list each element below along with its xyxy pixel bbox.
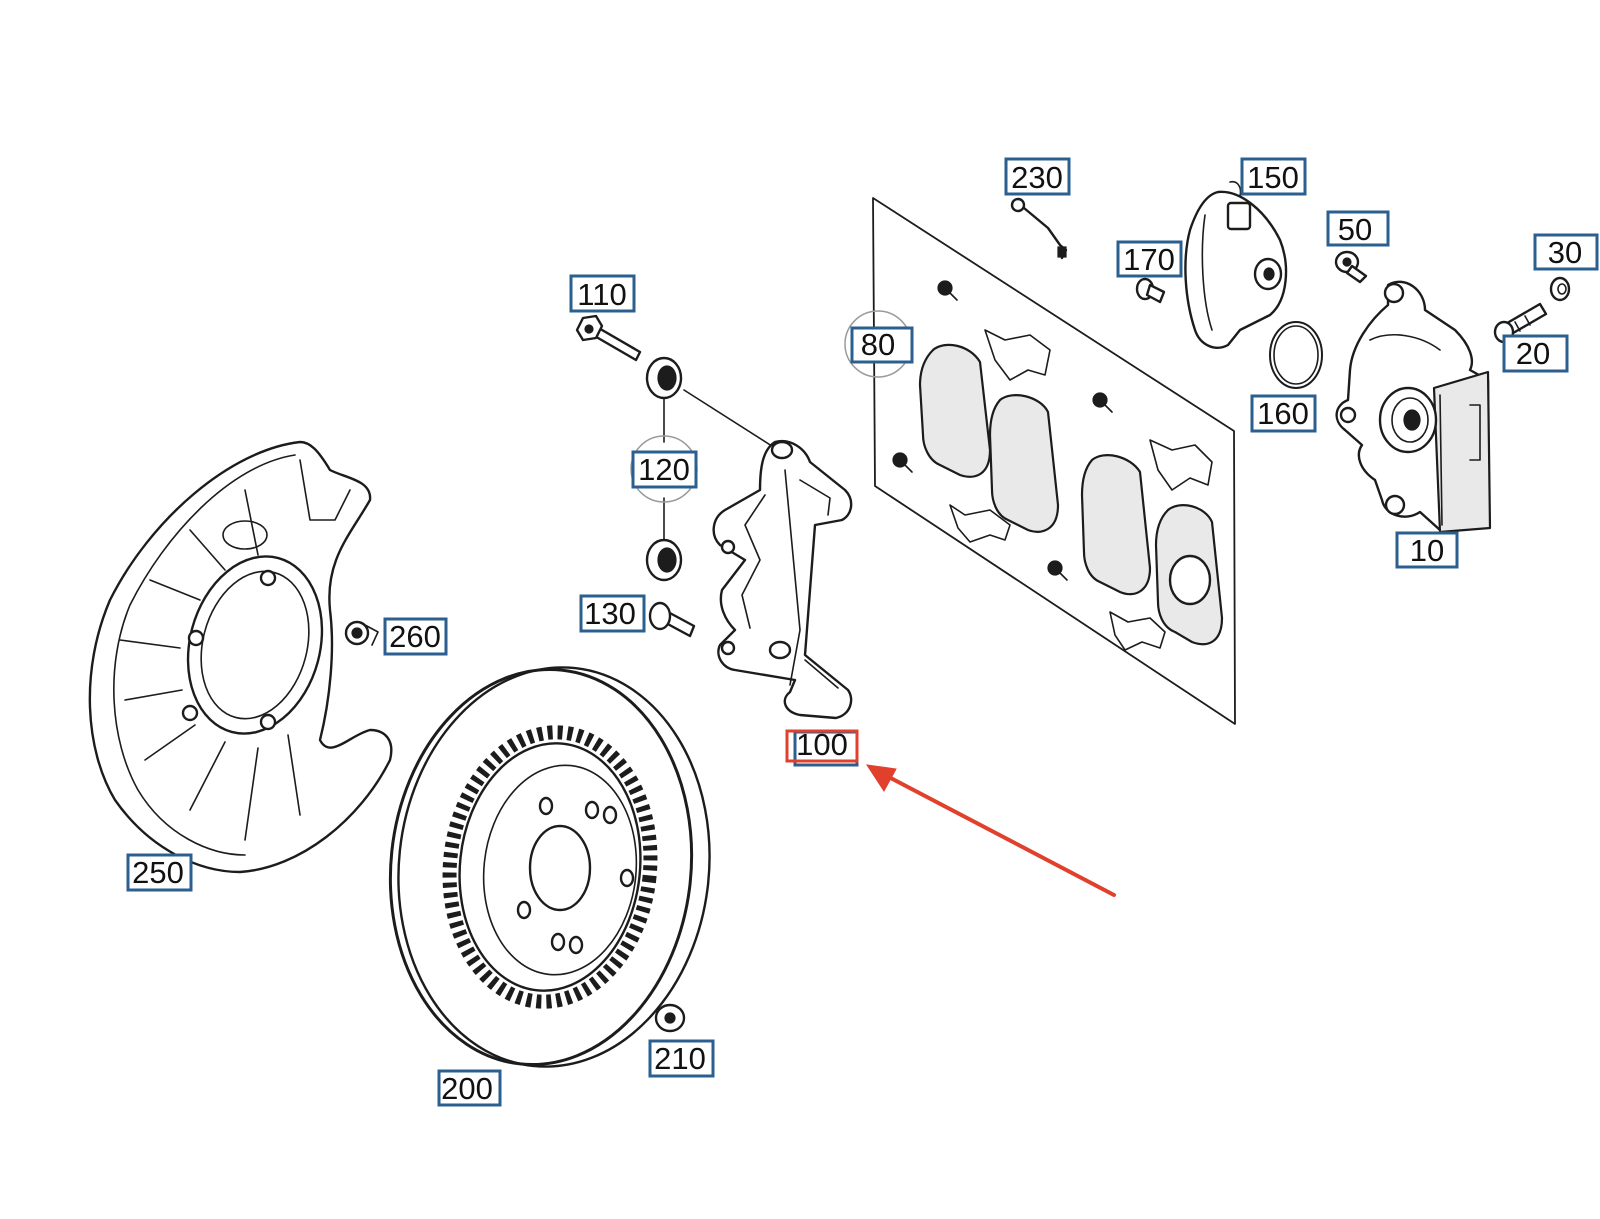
callout-100-text: 100: [796, 727, 848, 762]
callout-250[interactable]: 250: [126, 853, 193, 892]
callout-30[interactable]: 30: [1533, 233, 1599, 271]
leader-lines: [663, 389, 776, 546]
pad-kit-drawing: [872, 197, 1236, 725]
highlight-arrow: [865, 764, 1116, 897]
bolt-260-drawing: [344, 620, 379, 646]
callout-10[interactable]: 10: [1395, 531, 1459, 569]
callout-170[interactable]: 170: [1116, 240, 1183, 278]
callout-110[interactable]: 110: [569, 274, 636, 313]
caliper-housing-drawing: [1335, 280, 1492, 534]
callout-260-text: 260: [389, 619, 441, 654]
callout-260[interactable]: 260: [383, 617, 448, 656]
callout-130-text: 130: [584, 596, 636, 631]
caliper-cover-drawing: [1184, 180, 1288, 349]
callout-200-text: 200: [441, 1071, 493, 1106]
callout-150-text: 150: [1247, 160, 1299, 195]
callout-170-text: 170: [1123, 242, 1175, 277]
callout-80-text: 80: [861, 327, 895, 362]
callout-160[interactable]: 160: [1250, 394, 1317, 433]
callout-130[interactable]: 130: [579, 594, 646, 633]
callout-250-text: 250: [132, 855, 184, 890]
dust-cap-drawing: [1549, 276, 1571, 302]
callout-50[interactable]: 50: [1326, 210, 1390, 247]
o-ring-drawing: [1269, 321, 1323, 389]
bushing-lower-drawing: [645, 538, 683, 582]
dust-shield-drawing: [88, 440, 393, 874]
callout-10-text: 10: [1410, 533, 1444, 568]
callout-100[interactable]: 100: [785, 727, 859, 767]
callout-20[interactable]: 20: [1502, 334, 1569, 373]
callout-120[interactable]: 120: [631, 450, 698, 489]
bushing-upper-drawing: [645, 356, 683, 400]
callout-20-text: 20: [1516, 336, 1550, 371]
brake-disc-drawing: [388, 666, 711, 1068]
guide-bolt-110-drawing: [575, 314, 642, 362]
callout-200[interactable]: 200: [437, 1069, 502, 1107]
caliper-carrier-drawing: [712, 439, 853, 720]
callout-50-text: 50: [1338, 212, 1372, 247]
callout-110-text: 110: [577, 277, 626, 312]
screw-50-drawing: [1334, 250, 1368, 284]
callout-100-highlight: [785, 729, 859, 763]
callout-150[interactable]: 150: [1240, 157, 1307, 196]
callout-230-text: 230: [1011, 160, 1063, 195]
callout-230[interactable]: 230: [1004, 157, 1071, 196]
wear-sensor-drawing: [1010, 197, 1068, 260]
callout-160-text: 160: [1257, 396, 1309, 431]
callout-210-text: 210: [654, 1041, 706, 1076]
guide-bolt-130-drawing: [648, 601, 696, 638]
callout-210[interactable]: 210: [648, 1039, 715, 1078]
bolt-170-drawing: [1135, 277, 1166, 304]
screw-210-drawing: [654, 1003, 686, 1033]
callout-120-text: 120: [638, 452, 690, 487]
callout-80[interactable]: 80: [850, 326, 914, 364]
callout-30-text: 30: [1548, 235, 1582, 270]
